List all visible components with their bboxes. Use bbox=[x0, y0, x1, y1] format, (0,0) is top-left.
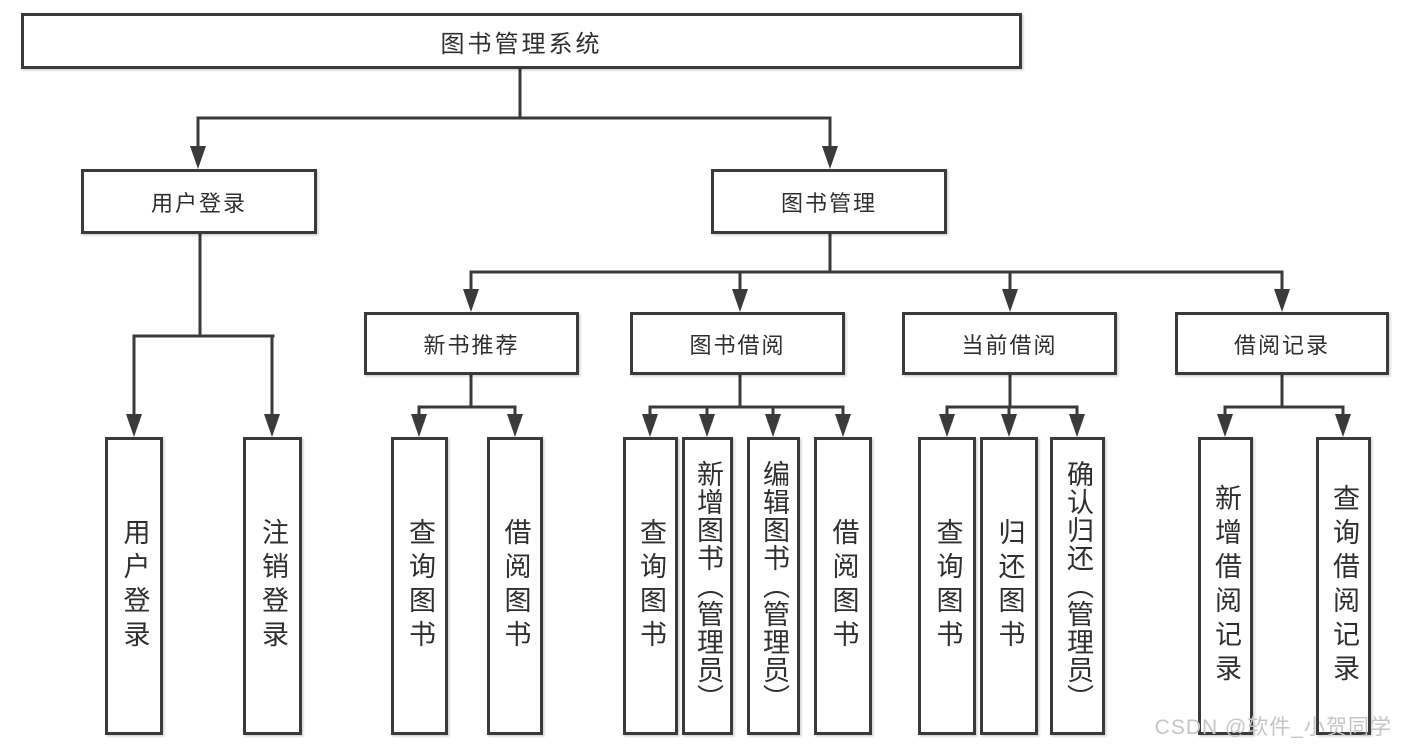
arrowhead-icon bbox=[732, 289, 748, 312]
node-return-books: 归还图书 bbox=[980, 437, 1038, 735]
node-borrow-books-1: 借阅图书 bbox=[487, 437, 543, 735]
watermark-text: CSDN @软件_小贺同学 bbox=[1154, 716, 1392, 739]
node-query-borrow-record: 查询借阅记录 bbox=[1316, 437, 1371, 735]
node-book-management: 图书管理 bbox=[711, 169, 947, 234]
node-borrow-books-2: 借阅图书 bbox=[814, 437, 872, 735]
arrowhead-icon bbox=[642, 414, 658, 437]
arrowhead-icon bbox=[264, 414, 280, 437]
node-user-login: 用户登录 bbox=[81, 169, 317, 234]
arrowhead-icon bbox=[190, 146, 206, 169]
arrowhead-icon bbox=[126, 414, 142, 437]
node-user-login-leaf: 用户登录 bbox=[105, 437, 163, 735]
arrowhead-icon bbox=[765, 414, 781, 437]
node-edit-books-admin: 编辑图书（管理员） bbox=[747, 437, 800, 735]
arrowhead-icon bbox=[463, 289, 479, 312]
arrowhead-icon bbox=[507, 414, 523, 437]
arrowhead-icon bbox=[1217, 414, 1233, 437]
node-query-books-2: 查询图书 bbox=[623, 437, 678, 735]
node-confirm-return-admin: 确认归还（管理员） bbox=[1050, 437, 1105, 735]
node-new-book-recommend: 新书推荐 bbox=[364, 312, 579, 375]
arrowhead-icon bbox=[1001, 414, 1017, 437]
node-add-borrow-record: 新增借阅记录 bbox=[1198, 437, 1253, 735]
arrowhead-icon bbox=[1274, 289, 1290, 312]
arrowhead-icon bbox=[1335, 414, 1351, 437]
arrowhead-icon bbox=[699, 414, 715, 437]
arrowhead-icon bbox=[822, 146, 838, 169]
arrowhead-icon bbox=[411, 414, 427, 437]
arrowhead-icon bbox=[835, 414, 851, 437]
arrowhead-icon bbox=[939, 414, 955, 437]
node-logout-leaf: 注销登录 bbox=[243, 437, 302, 735]
node-query-books-3: 查询图书 bbox=[918, 437, 976, 735]
node-library-system: 图书管理系统 bbox=[21, 13, 1022, 69]
node-current-borrowing: 当前借阅 bbox=[902, 312, 1117, 375]
node-borrowing-records: 借阅记录 bbox=[1175, 312, 1389, 375]
arrowhead-icon bbox=[1069, 414, 1085, 437]
arrowhead-icon bbox=[1002, 289, 1018, 312]
node-add-books-admin: 新增图书（管理员） bbox=[682, 437, 733, 735]
node-query-books-1: 查询图书 bbox=[391, 437, 448, 735]
node-book-borrowing: 图书借阅 bbox=[630, 312, 845, 375]
